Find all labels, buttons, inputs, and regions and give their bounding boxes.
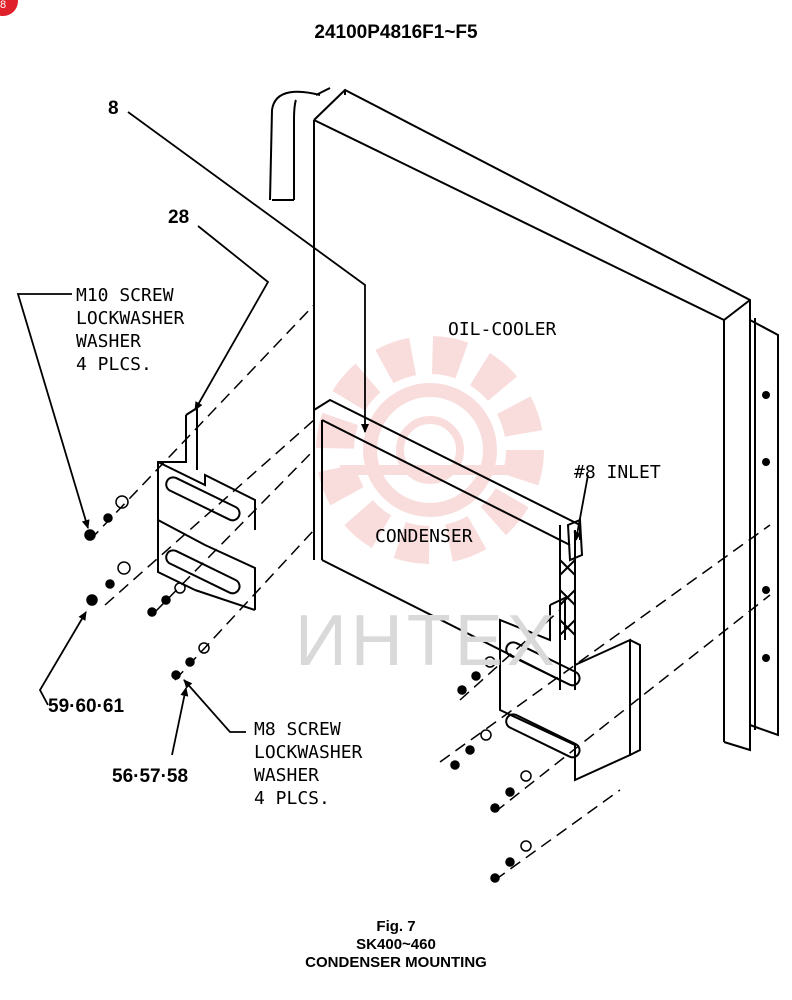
note-m8-line-2: LOCKWASHER [254,742,363,763]
label-inlet: #8 INLET [574,462,661,483]
note-m10-line-4: 4 PLCS. [76,354,152,375]
watermark-text: ИНТЕХ [295,601,559,681]
label-condenser: CONDENSER [375,526,473,547]
leader-inlet [573,474,589,541]
leader-item-8 [127,111,369,433]
label-oil-cooler: OIL-COOLER [448,319,557,340]
watermark-gear-icon [316,336,544,564]
note-m10-line-1: M10 SCREW [76,285,174,306]
note-m10-line-3: WASHER [76,331,142,352]
note-m8-line-1: M8 SCREW [254,719,341,740]
caption-model: SK400~460 [356,936,436,953]
hose-pipe [269,90,321,201]
left-bracket [157,415,196,591]
inlet-pipe [559,525,576,690]
note-m8-line-4: 4 PLCS. [254,788,330,809]
callout-item-59-60-61: 59·60·61 [48,696,125,717]
note-m10: M10 SCREW LOCKWASHER WASHER 4 PLCS. [76,284,184,376]
callout-item-56-57-58: 56·57·58 [112,766,189,787]
note-m8: M8 SCREW LOCKWASHER WASHER 4 PLCS. [254,718,362,810]
figure-caption: Fig. 7 SK400~460 CONDENSER MOUNTING [0,918,792,972]
note-m10-line-2: LOCKWASHER [76,308,185,329]
leader-56-57-58 [171,687,189,756]
corner-badge-text: 8 [0,0,7,11]
callout-item-8: 8 [108,98,119,119]
leader-59-60-61 [38,611,87,706]
leader-m8 [183,679,246,733]
leader-item-28 [194,225,270,411]
caption-title: CONDENSER MOUNTING [305,954,487,971]
leader-m10 [16,293,90,529]
note-m8-line-3: WASHER [254,765,320,786]
flange-bolts [762,391,770,662]
part-number-title: 24100P4816F1~F5 [314,22,478,43]
caption-fig: Fig. 7 [376,918,416,935]
callout-item-28: 28 [168,207,190,228]
